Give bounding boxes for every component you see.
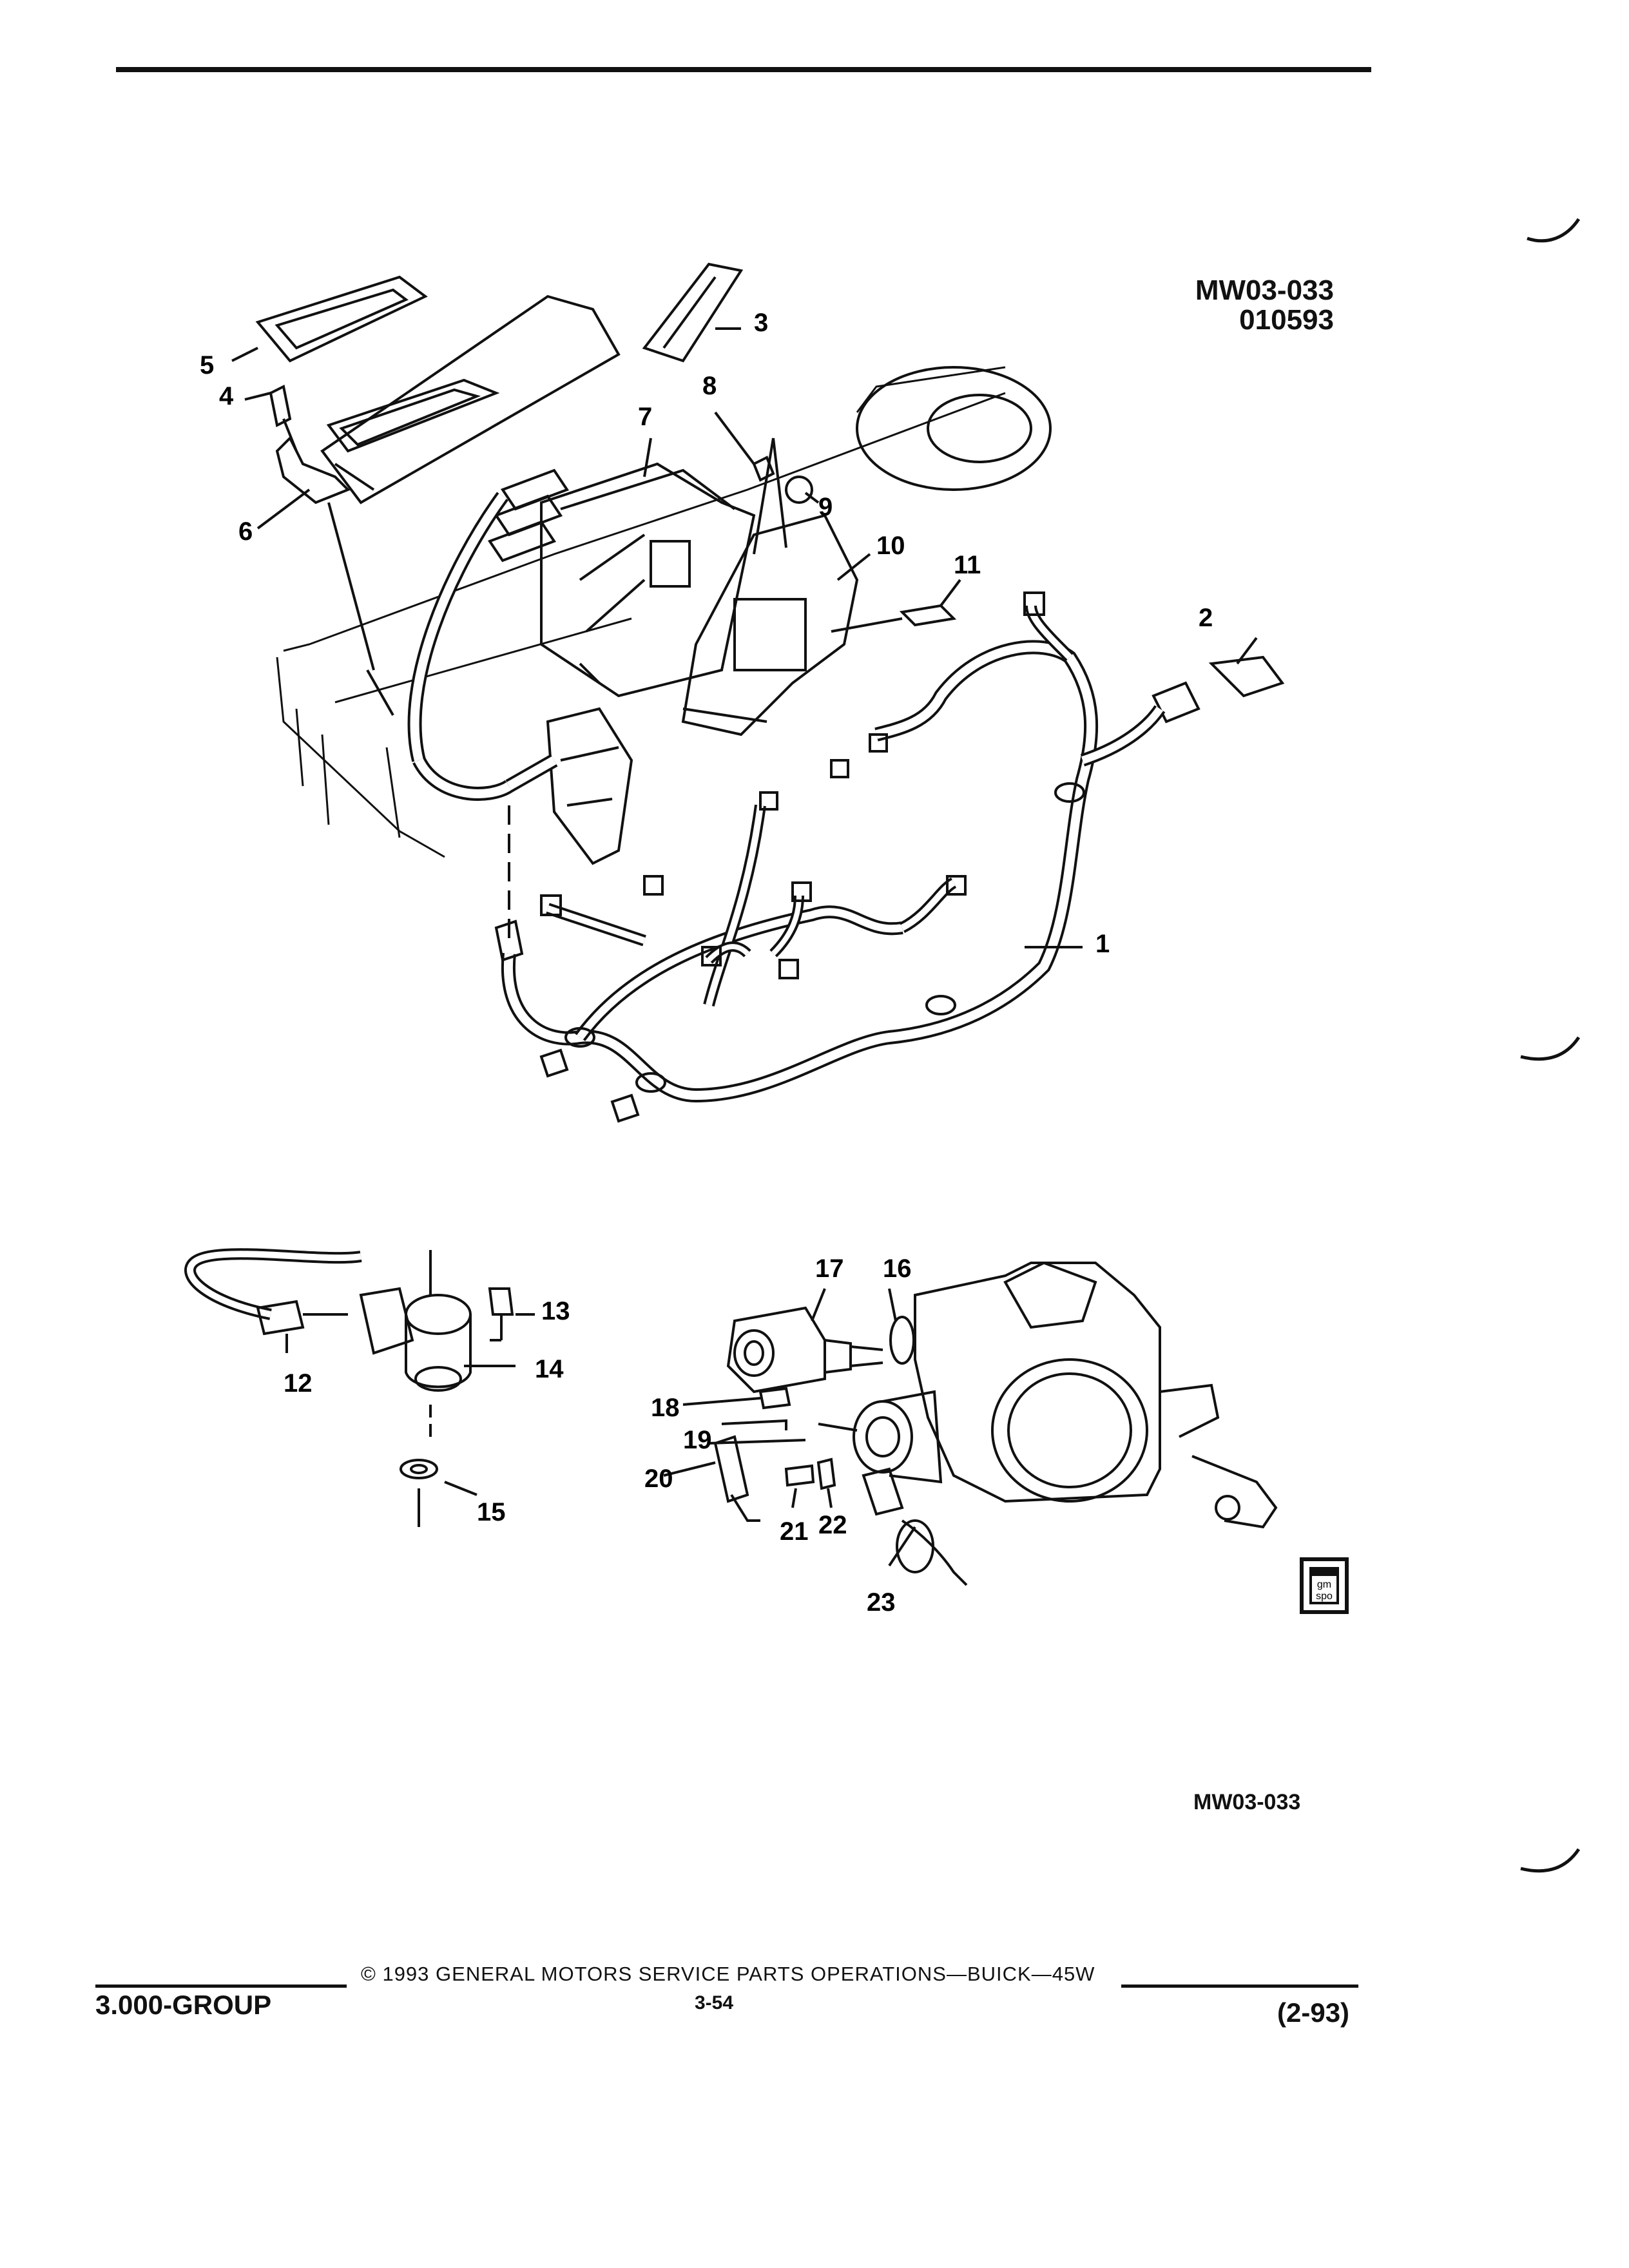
gm-spo-logo: gm spo [1300,1557,1349,1614]
footer-copyright: © 1993 GENERAL MOTORS SERVICE PARTS OPER… [361,1963,1095,1985]
callout-21: 21 [780,1517,809,1546]
drawing-number: 010593 [1239,304,1334,336]
callout-18: 18 [651,1394,680,1422]
lower-left-assembly-drawing [184,1248,514,1527]
callout-2: 2 [1199,604,1213,632]
callout-19: 19 [683,1426,712,1454]
figure-code: MW03-033 [1193,1790,1301,1814]
footer-group: 3.000-GROUP [95,1990,272,2020]
footer-page-number: 3-54 [695,1992,734,2013]
callout-16: 16 [883,1254,912,1283]
callout-15: 15 [477,1498,506,1526]
callout-12: 12 [284,1369,313,1398]
callout-14: 14 [535,1355,564,1383]
callout-10: 10 [876,532,905,560]
callout-3: 3 [754,309,768,337]
callout-1: 1 [1095,930,1110,958]
top-assembly-drawing [255,262,1285,1123]
footer-date: (2-93) [1277,1997,1350,2028]
drawing-code: MW03-033 [1195,274,1334,306]
footer-rule-right [1121,1984,1358,1988]
callout-5: 5 [200,351,214,380]
callout-4: 4 [219,382,234,410]
throttle-body-drawing [713,1261,1278,1586]
callout-17: 17 [815,1254,844,1283]
badge-line1: gm [1317,1579,1331,1590]
callout-23: 23 [867,1588,896,1617]
drawing-reference: MW03-033 010593 [1195,276,1334,335]
footer-rule-left [95,1984,347,1988]
leader-lines [231,327,1258,1567]
callout-20: 20 [644,1465,673,1493]
callout-13: 13 [541,1297,570,1325]
top-rule [116,67,1371,72]
callout-7: 7 [638,403,652,431]
callout-22: 22 [818,1511,847,1539]
callout-11: 11 [954,551,981,579]
callout-6: 6 [238,517,253,546]
badge-line2: spo [1316,1591,1333,1602]
callout-9: 9 [818,493,833,521]
callout-8: 8 [702,372,717,400]
binding-marks [1520,218,1581,1873]
